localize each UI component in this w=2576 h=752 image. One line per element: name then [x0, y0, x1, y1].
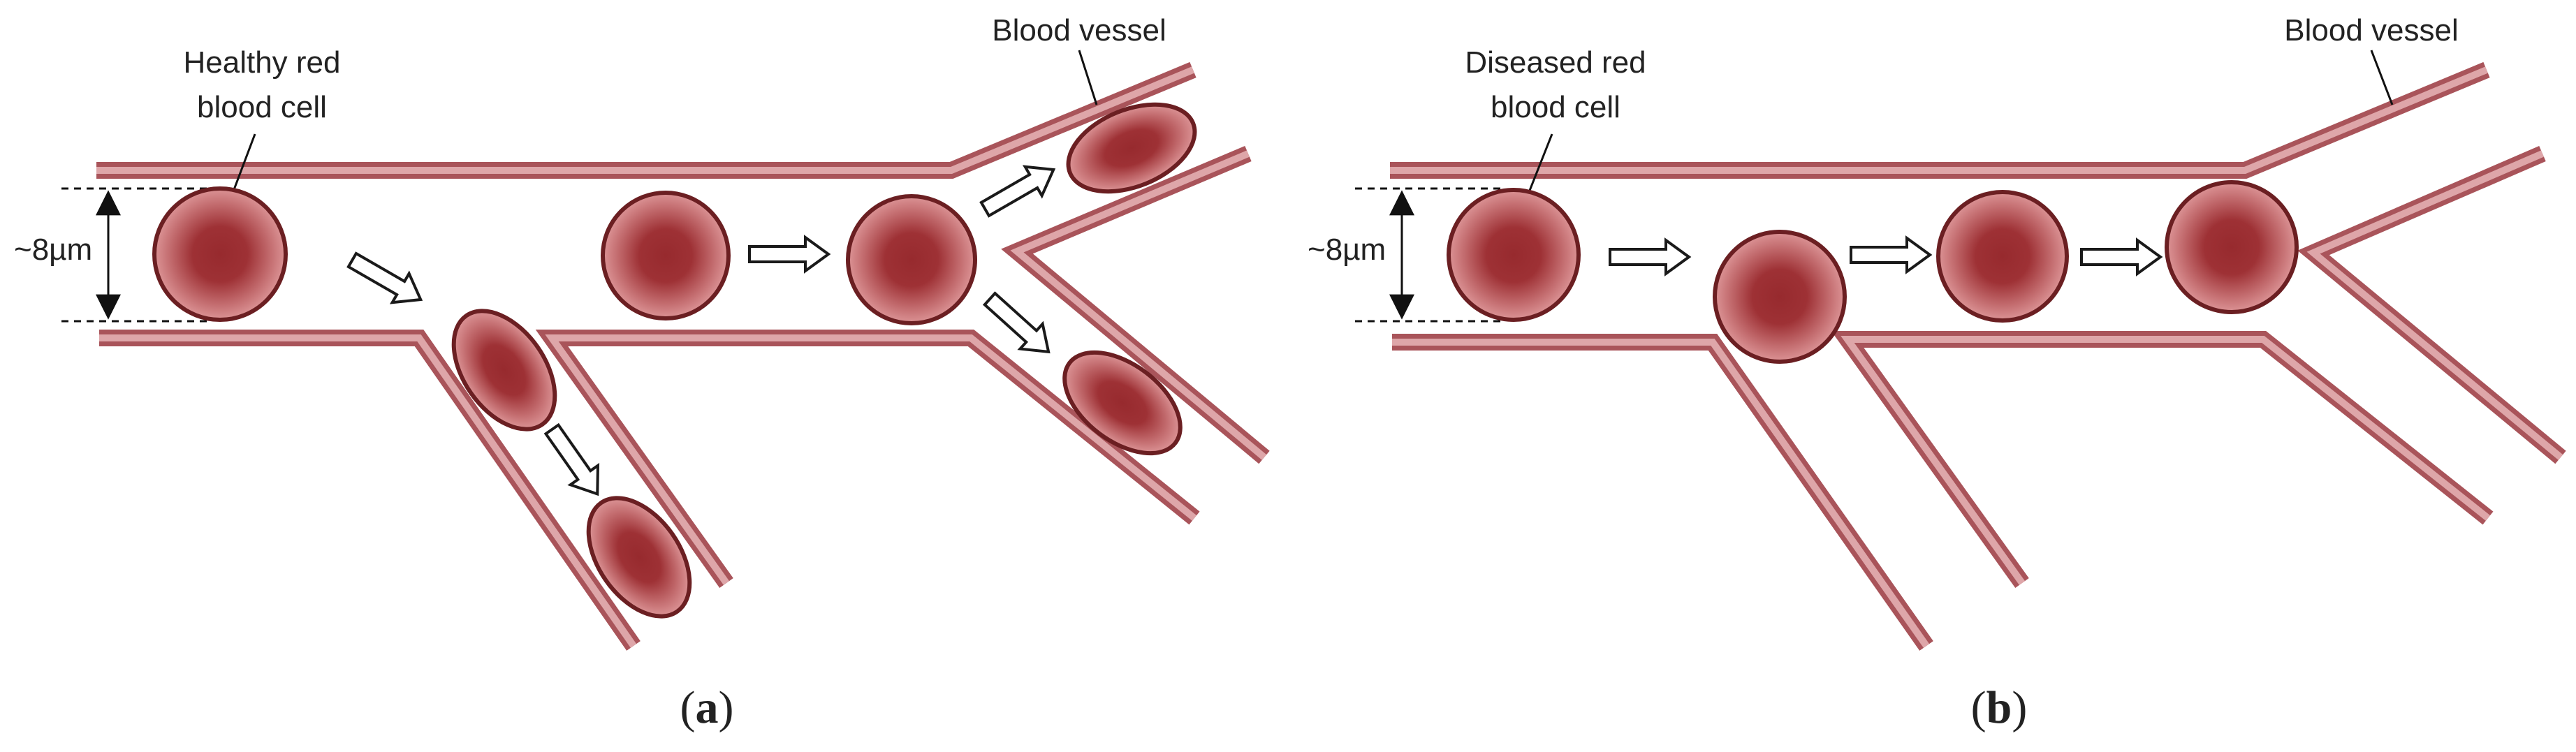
flow-arrows-a: [346, 165, 1056, 496]
vessel-walls-a: [96, 61, 1270, 651]
dimension-indicator-a: ~8µm: [14, 187, 210, 323]
vessel-label-leader-a: [1078, 50, 1098, 105]
diseased-cell-b1: [1447, 188, 1581, 322]
flow-arrow-icon: [1609, 237, 1692, 277]
dimension-label-a: ~8µm: [14, 233, 92, 267]
healthy-cell-a2: [601, 191, 731, 320]
flow-arrow-icon: [982, 291, 1051, 354]
cell-label-a-line2: blood cell: [197, 90, 327, 124]
healthy-cell-a3: [846, 194, 977, 325]
vessel-label-b: Blood vessel: [2284, 13, 2458, 47]
vessel-walls-b: [1390, 61, 2566, 651]
healthy-cell-a1: [152, 186, 288, 322]
cell-label-a-line1: Healthy red: [183, 45, 340, 80]
flow-arrows-b: [1609, 235, 2163, 277]
flow-arrow-icon: [346, 251, 423, 304]
cells-b: [1447, 180, 2299, 364]
deformed-cell-a3: [1066, 102, 1197, 194]
flow-arrow-icon: [979, 165, 1056, 218]
flow-arrow-icon: [543, 422, 600, 496]
dimension-indicator-b: ~8µm: [1308, 187, 1503, 323]
deformed-cell-a4: [1062, 350, 1183, 456]
deformed-cell-a2: [586, 496, 692, 619]
panel-a-caption: (a): [680, 682, 734, 733]
flow-arrow-icon: [2080, 237, 2163, 277]
vessel-wall-inner-branch-b: [1831, 331, 2494, 588]
vessel-wall-bottom-left-b: [1392, 334, 1933, 651]
flow-arrow-icon: [1850, 235, 1933, 274]
cell-label-b-line1: Diseased red: [1465, 45, 1646, 80]
diseased-cell-b2: [1713, 230, 1847, 364]
diseased-cell-b3: [1936, 190, 2069, 323]
panel-b-caption: (b): [1971, 682, 2028, 733]
diseased-cell-b4: [2165, 180, 2299, 314]
vessel-label-leader-b: [2370, 50, 2394, 105]
deformed-cell-a1: [451, 309, 557, 432]
vessel-label-a: Blood vessel: [992, 13, 1166, 47]
flow-arrow-icon: [748, 235, 831, 274]
cell-label-b-line2: blood cell: [1491, 90, 1620, 124]
panel-b: ~8µm Diseased red blood cell Blood vesse…: [1308, 13, 2566, 733]
panel-a: ~8µm Healthy red blood cell Blood vessel: [14, 13, 1270, 733]
cells-a: [152, 102, 1197, 619]
dimension-label-b: ~8µm: [1308, 233, 1386, 267]
